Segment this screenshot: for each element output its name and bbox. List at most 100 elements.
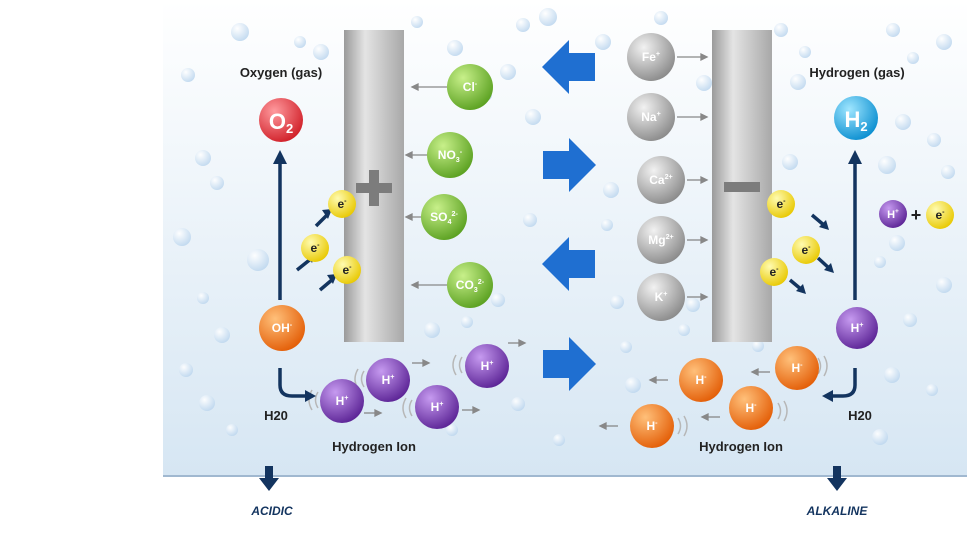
bubble (500, 64, 516, 80)
water-bubbles (173, 8, 955, 446)
ion-main: NO (438, 148, 456, 162)
bubble (872, 429, 888, 445)
process-arrows (278, 160, 857, 398)
ion-sup: - (344, 196, 347, 205)
oxygen-gas-label: Oxygen (gas) (240, 65, 322, 80)
bubble (179, 363, 193, 377)
ion-sup: - (349, 262, 352, 271)
bubble (886, 23, 900, 37)
electron: e- (333, 256, 361, 284)
svg-text:Mg2+: Mg2+ (648, 232, 674, 247)
bubble (247, 249, 269, 271)
bubble (197, 292, 209, 304)
ion-sub: 4 (447, 217, 451, 226)
bubble (895, 114, 911, 130)
svg-text:Cl-: Cl- (463, 79, 478, 94)
bubble (210, 176, 224, 190)
bubble (181, 68, 195, 82)
hydride-ion: H- (729, 386, 773, 430)
ion-main: Na (641, 110, 657, 124)
ion-sup: 2- (478, 277, 485, 286)
ion-main: e (776, 197, 783, 211)
ion-main: H (382, 373, 391, 387)
bubble (595, 34, 611, 50)
o2-main: O (269, 109, 286, 134)
bubble (936, 34, 952, 50)
svg-text:K+: K+ (655, 289, 668, 304)
electron: e- (926, 201, 954, 229)
ion-sup: + (663, 289, 667, 298)
bubble (799, 46, 811, 58)
anion-particle: CO32- (447, 262, 493, 308)
bubble (461, 316, 473, 328)
svg-text:H+: H+ (336, 393, 349, 408)
bubble (903, 313, 917, 327)
hydrogen-ion: H+ (415, 385, 459, 429)
bubble (424, 322, 440, 338)
anion-particle: SO42- (421, 194, 467, 240)
electron: e- (760, 258, 788, 286)
bubble (936, 277, 952, 293)
svg-text:O2: O2 (269, 109, 293, 136)
arrow-down-icon (827, 466, 847, 491)
electron: e- (792, 236, 820, 264)
bubble (926, 384, 938, 396)
bubble (195, 150, 211, 166)
ion-main: H (887, 209, 895, 221)
bubble (696, 75, 712, 91)
bubble (516, 18, 530, 32)
ion-sup: - (475, 79, 478, 88)
bubble (294, 36, 306, 48)
bubble (927, 133, 941, 147)
svg-text:Fe+: Fe+ (642, 49, 660, 64)
anion-particle: Cl- (447, 64, 493, 110)
electron: e- (301, 234, 329, 262)
ion-main: H (745, 401, 754, 415)
hydrogen-ion: H+ (320, 379, 364, 423)
bubble (523, 213, 537, 227)
ion-main: Cl (463, 80, 475, 94)
svg-text:e-: e- (337, 196, 347, 211)
ion-sup: - (290, 320, 293, 329)
svg-text:SO42-: SO42- (430, 209, 458, 226)
bubble (313, 44, 329, 60)
bubble (625, 377, 641, 393)
ion-main: H (336, 394, 345, 408)
svg-text:e-: e- (801, 242, 811, 257)
bubble (601, 219, 613, 231)
bubble (173, 228, 191, 246)
ion-main: Ca (649, 173, 665, 187)
anion-particle: NO3- (427, 132, 473, 178)
o2-sub: 2 (286, 121, 293, 136)
ion-sup: + (390, 372, 394, 381)
ion-sup: 2- (451, 209, 458, 218)
bubble (610, 295, 624, 309)
bubble (199, 395, 215, 411)
h2-main: H (844, 107, 860, 132)
bubble (907, 52, 919, 64)
bubble (553, 434, 565, 446)
svg-text:H+: H+ (887, 208, 899, 221)
svg-text:e-: e- (769, 264, 779, 279)
svg-text:H-: H- (695, 372, 707, 387)
svg-text:Ca2+: Ca2+ (649, 172, 673, 187)
hydrogen-ion: H+ (366, 358, 410, 402)
ion-main: SO (430, 210, 447, 224)
svg-text:OH-: OH- (272, 320, 293, 335)
svg-text:NO3-: NO3- (438, 147, 463, 164)
svg-text:H-: H- (791, 360, 803, 375)
cathode-water-label: H20 (848, 408, 872, 423)
h2-sub: 2 (860, 119, 867, 134)
migration-arrows (364, 52, 770, 431)
bubble (878, 156, 896, 174)
hydroxide-ion: OH- (259, 305, 305, 351)
svg-text:H-: H- (646, 418, 658, 433)
svg-text:Na+: Na+ (641, 109, 661, 124)
bubble (226, 424, 238, 436)
bubble (941, 165, 955, 179)
ion-sup: - (460, 147, 463, 156)
ion-sup: - (704, 372, 707, 381)
cation-particle: Na+ (627, 93, 675, 141)
ion-main: Mg (648, 233, 665, 247)
